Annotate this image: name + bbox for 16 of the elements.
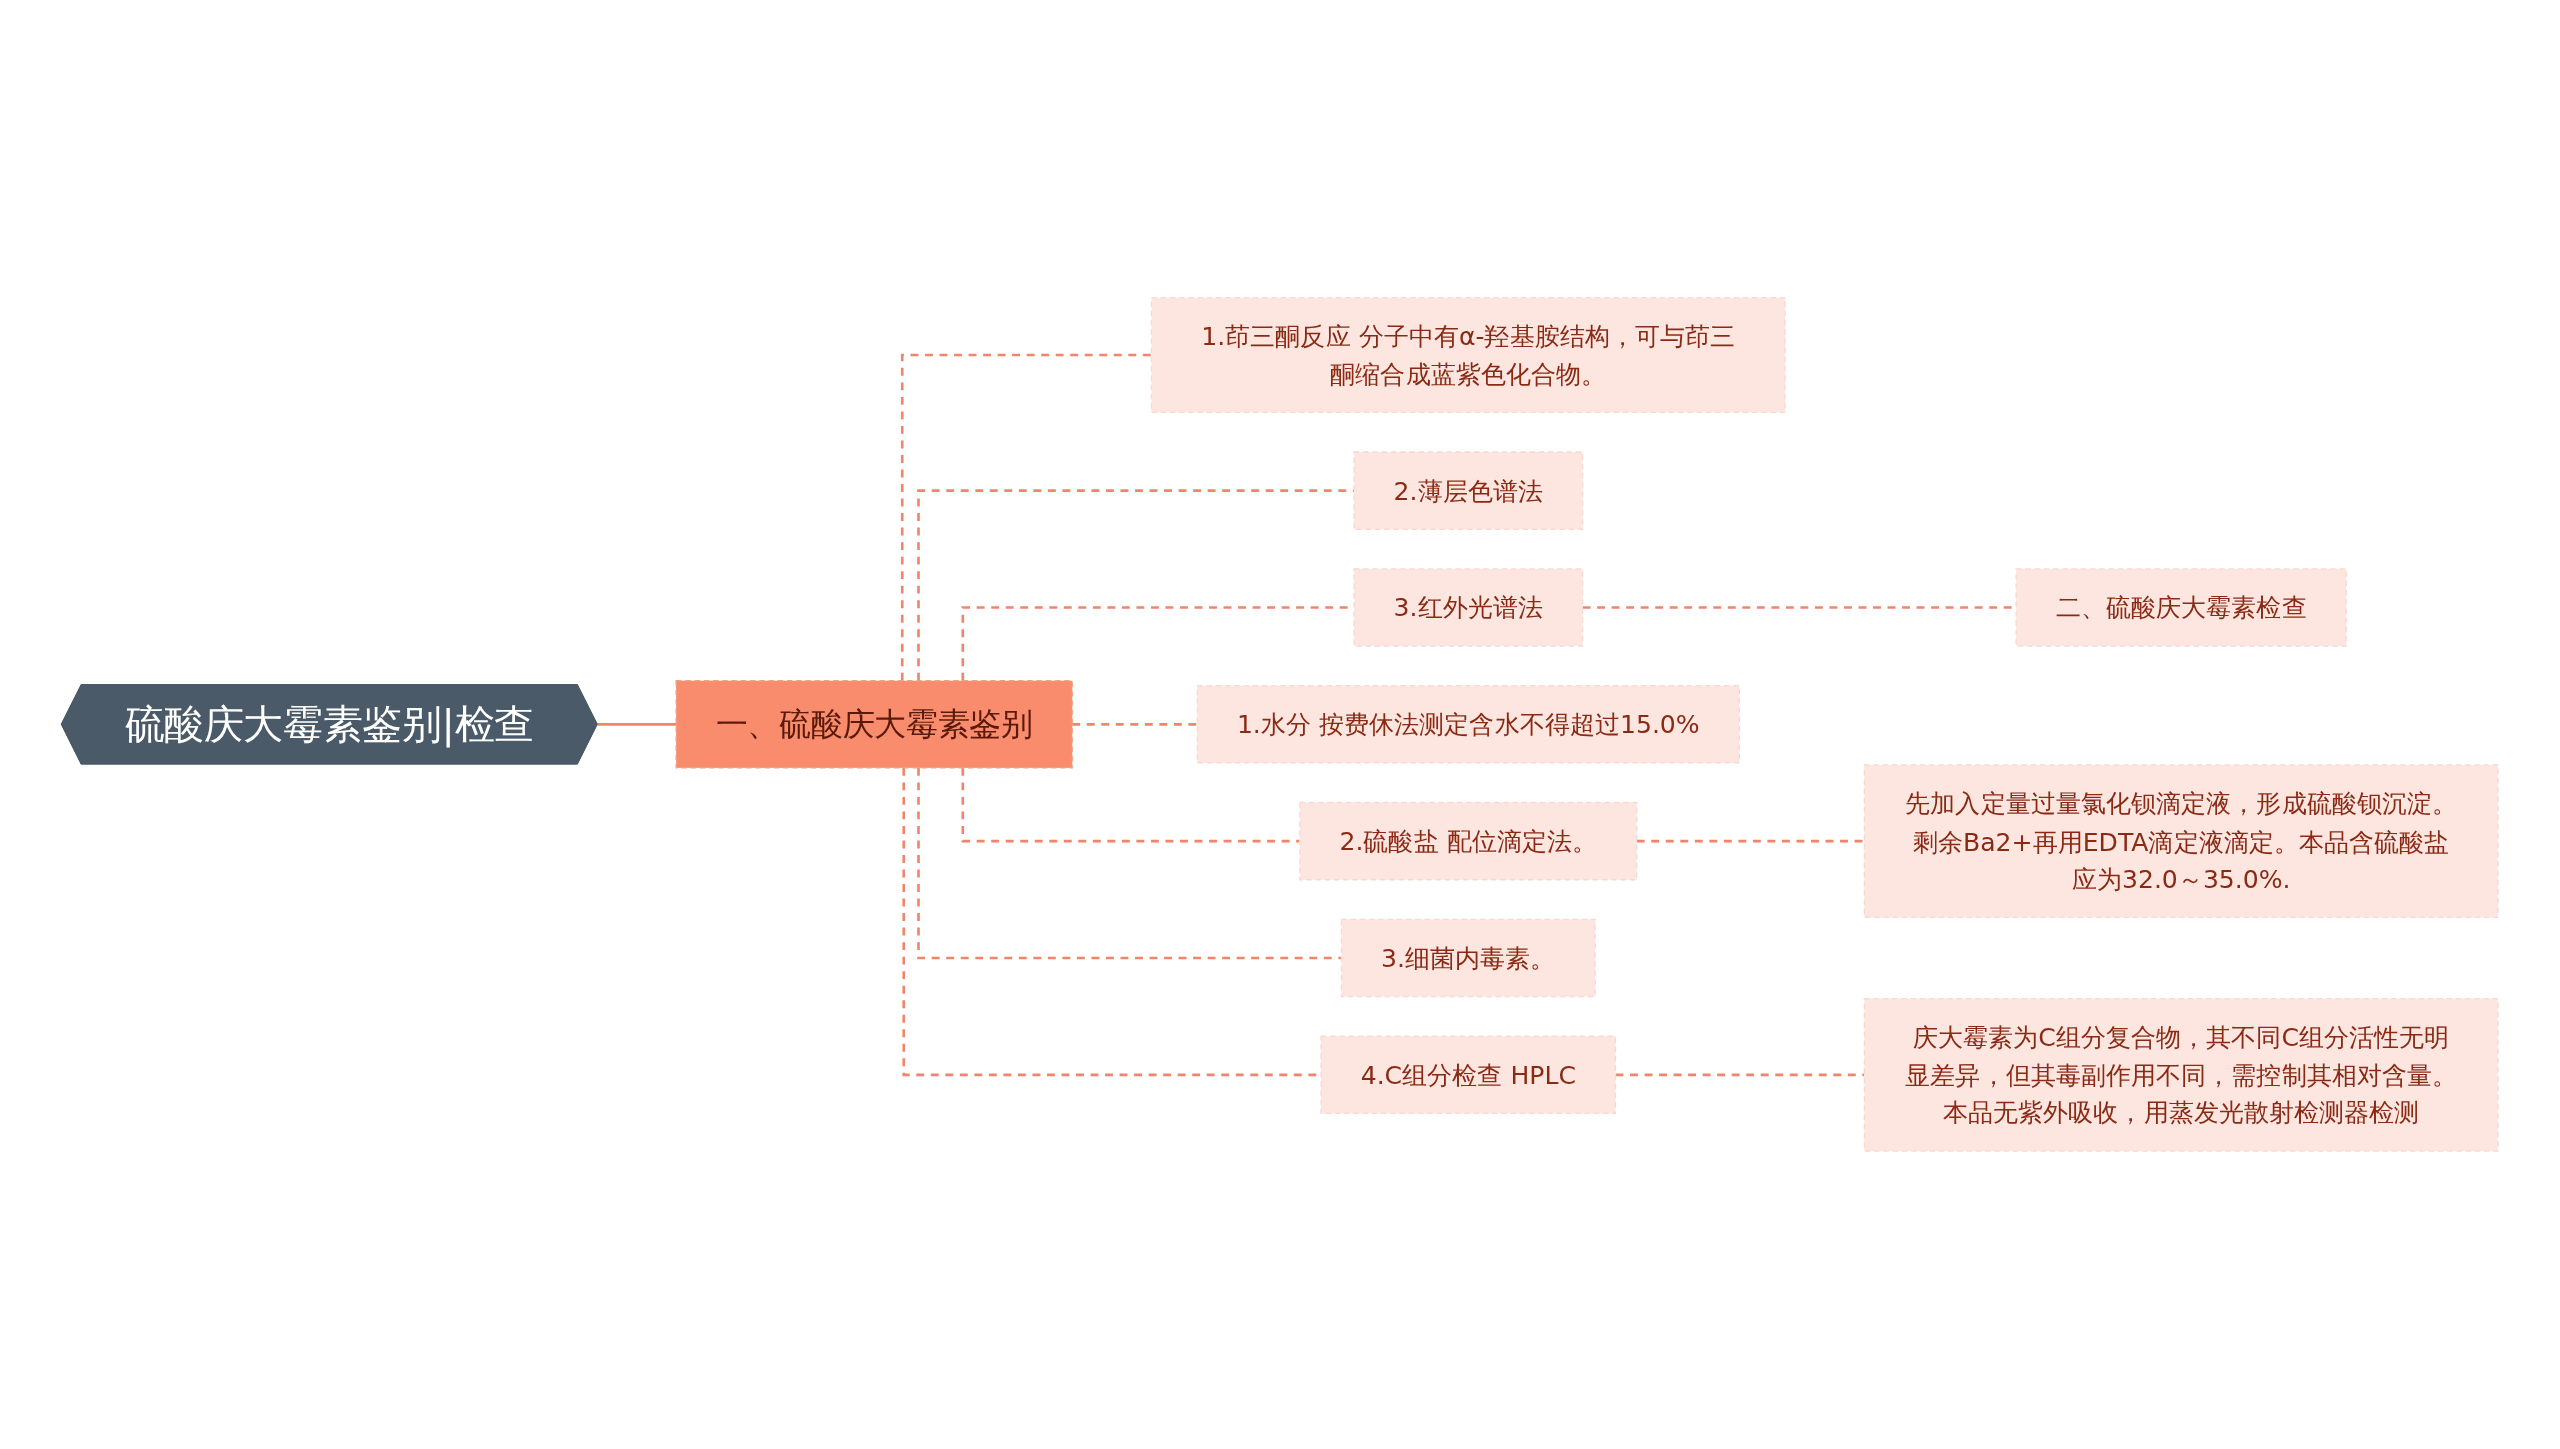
connector	[917, 768, 1342, 960]
node-box: 先加入定量过量氯化钡滴定液，形成硫酸钡沉淀。剩余Ba2+再用EDTA滴定液滴定。本品含硫酸盐应为32.0～35.0%.	[1863, 764, 2499, 919]
connector	[961, 768, 1301, 843]
node-box: 2.硫酸盐 配位滴定法。	[1299, 802, 1638, 881]
node-box: 庆大霉素为C组分复合物，其不同C组分活性无明显差异，但其毒副作用不同，需控制其相对含量。本品无紫外吸收，用蒸发光散射检测器检测	[1863, 998, 2499, 1152]
node-box: 4.C组分检查 HPLC	[1320, 1035, 1617, 1115]
node-box: 二、硫酸庆大霉素检查	[2015, 568, 2348, 647]
node-box: 2.薄层色谱法	[1353, 451, 1584, 531]
connector	[596, 723, 677, 727]
node-box: 一、硫酸庆大霉素鉴别	[675, 680, 1074, 769]
connector	[1614, 1073, 1865, 1077]
node-box: 3.红外光谱法	[1353, 568, 1584, 647]
node-box: 3.细菌内毒素。	[1341, 918, 1596, 998]
connector	[901, 353, 1152, 681]
node-box: 1.水分 按费休法测定含水不得超过15.0%	[1196, 685, 1741, 764]
node-box: 1.茚三酮反应 分子中有α-羟基胺结构，可与茚三酮缩合成蓝紫色化合物。	[1151, 297, 1786, 414]
